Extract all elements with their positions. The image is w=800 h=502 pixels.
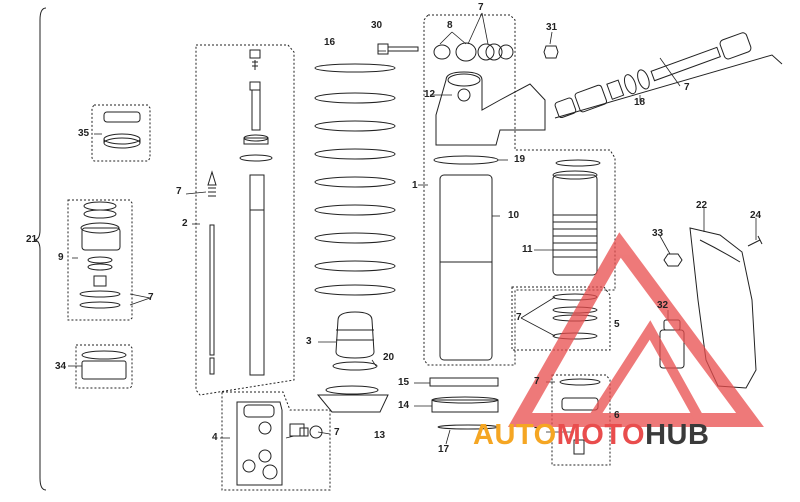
callout-7: 7 <box>684 82 690 93</box>
group-34-frame <box>75 344 133 389</box>
part-4-eye-mount <box>236 401 283 486</box>
callout-15: 15 <box>398 377 410 388</box>
callout-7: 7 <box>534 376 540 387</box>
callout-35: 35 <box>78 128 90 139</box>
callout-24: 24 <box>750 210 762 221</box>
callout-7: 7 <box>516 312 522 323</box>
callout-7: 7 <box>148 292 154 303</box>
part-14-ring <box>431 399 499 413</box>
brace-21 <box>33 7 47 491</box>
callout-3: 3 <box>306 336 312 347</box>
callout-8: 8 <box>447 20 453 31</box>
callout-16: 16 <box>324 37 336 48</box>
callout-13: 13 <box>374 430 386 441</box>
group-9-frame <box>67 199 133 321</box>
callout-14: 14 <box>398 400 410 411</box>
callout-21: 21 <box>26 234 38 245</box>
callout-31: 31 <box>546 22 558 33</box>
callout-4: 4 <box>212 432 218 443</box>
callout-33: 33 <box>652 228 664 239</box>
callout-17: 17 <box>438 444 450 455</box>
part-24-bolt <box>747 235 763 247</box>
part-13-cap <box>316 394 389 413</box>
part-11-bellows <box>552 170 598 276</box>
part-2-rod <box>249 174 265 376</box>
callout-7: 7 <box>478 2 484 13</box>
part-33-nut <box>663 253 683 267</box>
callout-30: 30 <box>371 20 383 31</box>
part-22-mudguard <box>689 227 757 389</box>
part-3-bumpstop <box>335 311 375 359</box>
spring-16 <box>314 63 396 296</box>
callout-22: 22 <box>696 200 708 211</box>
callout-10: 10 <box>508 210 520 221</box>
callout-7: 7 <box>334 427 340 438</box>
part-9-body <box>81 227 121 251</box>
callout-11: 11 <box>522 244 533 255</box>
part-17-clip <box>437 424 499 430</box>
callout-1: 1 <box>412 180 418 191</box>
callout-34: 34 <box>55 361 67 372</box>
group-6-frame <box>551 374 611 466</box>
part-18-adjuster <box>554 32 752 119</box>
callout-18: 18 <box>634 97 646 108</box>
watermark-brand-text: AUTOMOTOHUB <box>473 419 709 451</box>
watermark-triangle <box>507 232 764 427</box>
bracket-18 <box>554 54 783 119</box>
part-12-top-eye <box>435 71 546 146</box>
callout-5: 5 <box>614 319 620 330</box>
callout-2: 2 <box>182 218 188 229</box>
part-31-nut <box>543 45 559 59</box>
group-1-frame <box>423 14 616 366</box>
part-10-body <box>439 174 493 361</box>
callout-7: 7 <box>534 426 540 437</box>
callout-7: 7 <box>176 186 182 197</box>
group-2-frame <box>195 44 295 396</box>
part-20-washer <box>332 361 378 371</box>
callout-12: 12 <box>424 89 436 100</box>
callout-19: 19 <box>514 154 526 165</box>
part-7-screw <box>207 170 217 197</box>
part-35-ring-top <box>103 111 141 123</box>
callout-20: 20 <box>383 352 395 363</box>
callout-9: 9 <box>58 252 64 263</box>
callout-6: 6 <box>614 410 620 421</box>
callout-32: 32 <box>657 300 669 311</box>
part-2-nut <box>249 49 261 59</box>
